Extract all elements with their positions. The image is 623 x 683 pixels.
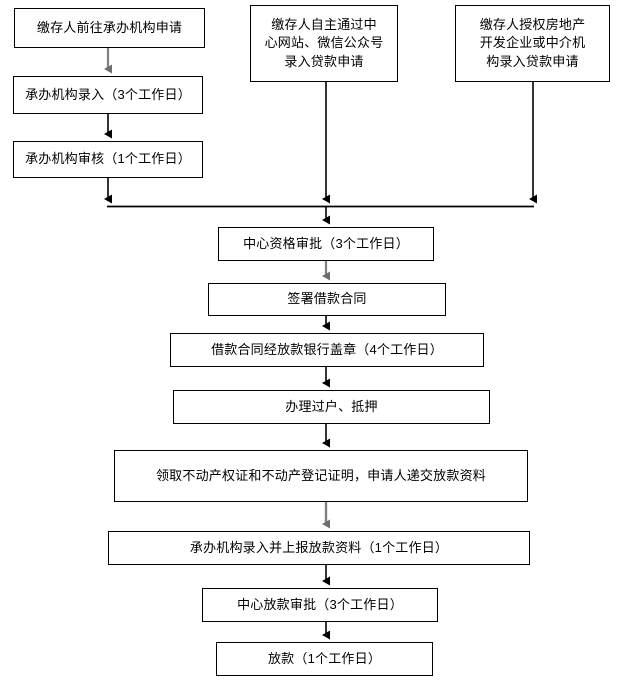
node-agency-entry[interactable]: 承办机构录入（3个工作日） — [13, 76, 203, 114]
node-center-qualification[interactable]: 中心资格审批（3个工作日） — [218, 227, 434, 261]
node-apply-in-person[interactable]: 缴存人前往承办机构申请 — [14, 8, 205, 48]
node-agency-review[interactable]: 承办机构审核（1个工作日） — [13, 141, 203, 178]
node-collect-certificates[interactable]: 领取不动产权证和不动产登记证明，申请人递交放款资料 — [114, 450, 528, 502]
node-disburse[interactable]: 放款（1个工作日） — [216, 642, 433, 676]
node-center-disbursement-approval[interactable]: 中心放款审批（3个工作日） — [202, 588, 438, 622]
node-apply-online[interactable]: 缴存人自主通过中心网站、微信公众号录入贷款申请 — [250, 5, 398, 82]
node-apply-agent[interactable]: 缴存人授权房地产开发企业或中介机构录入贷款申请 — [455, 5, 610, 82]
node-agency-report[interactable]: 承办机构录入并上报放款资料（1个工作日） — [108, 531, 530, 565]
node-bank-seal[interactable]: 借款合同经放款银行盖章（4个工作日） — [170, 333, 484, 367]
node-transfer-mortgage[interactable]: 办理过户、抵押 — [173, 390, 490, 424]
node-sign-contract[interactable]: 签署借款合同 — [208, 283, 446, 316]
